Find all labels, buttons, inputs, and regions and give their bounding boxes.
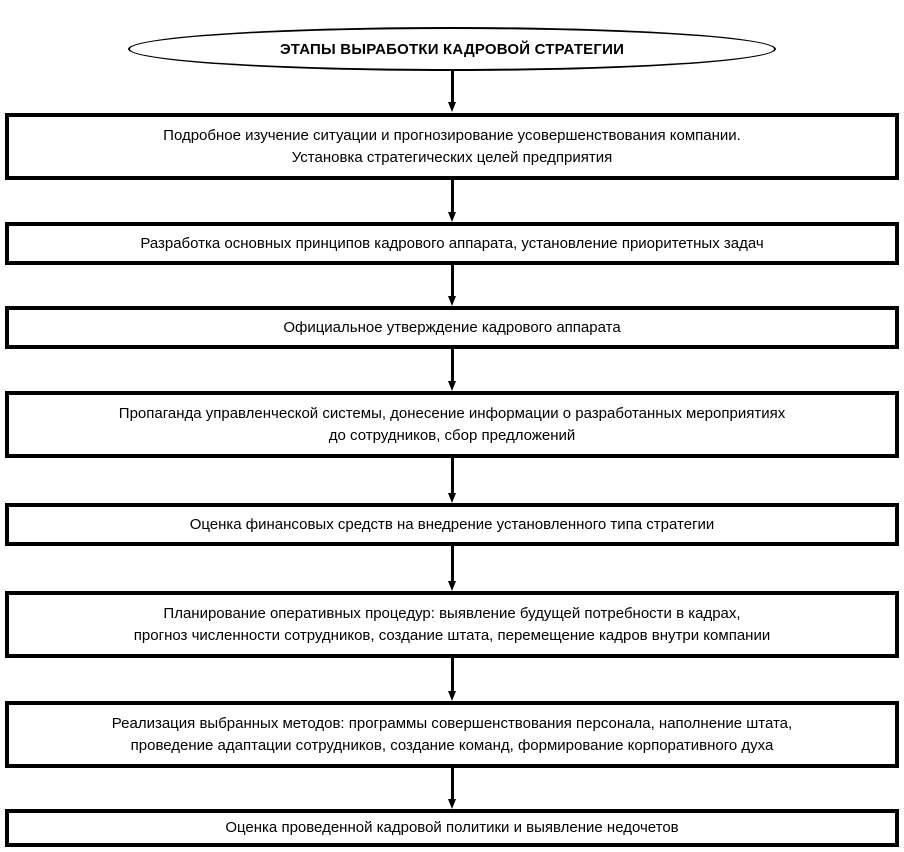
process-box-7-line-2: проведение адаптации сотрудников, создан…	[130, 736, 774, 754]
process-box-2: Разработка основных принципов кадрового …	[5, 222, 899, 265]
connector-step-6-to-step-7	[448, 658, 457, 701]
connector-shaft	[451, 265, 454, 297]
process-box-8-line-1: Оценка проведенной кадровой политики и в…	[225, 819, 679, 836]
process-box-5-line-1: Оценка финансовых средств на внедрение у…	[189, 515, 715, 533]
process-box-7: Реализация выбранных методов: программы …	[5, 701, 899, 768]
connector-shaft	[451, 658, 454, 692]
connector-step-5-to-step-6	[448, 546, 457, 591]
start-node-ellipse: ЭТАПЫ ВЫРАБОТКИ КАДРОВОЙ СТРАТЕГИИ	[128, 27, 776, 71]
process-box-6-line-1: Планирование оперативных процедур: выявл…	[163, 604, 741, 622]
process-box-7-line-1: Реализация выбранных методов: программы …	[111, 714, 793, 732]
process-box-3: Официальное утверждение кадрового аппара…	[5, 306, 899, 349]
connector-start-to-step-1	[448, 70, 457, 112]
process-box-5: Оценка финансовых средств на внедрение у…	[5, 503, 899, 546]
down-arrow-icon	[448, 102, 456, 112]
connector-shaft	[451, 546, 454, 582]
connector-step-3-to-step-4	[448, 349, 457, 391]
start-node-label: ЭТАПЫ ВЫРАБОТКИ КАДРОВОЙ СТРАТЕГИИ	[279, 40, 625, 58]
connector-shaft	[451, 768, 454, 800]
process-box-4-line-2: до сотрудников, сбор предложений	[328, 426, 576, 444]
connector-step-1-to-step-2	[448, 180, 457, 222]
process-box-8: Оценка проведенной кадровой политики и в…	[5, 809, 899, 847]
down-arrow-icon	[448, 296, 456, 306]
process-box-1-line-1: Подробное изучение ситуации и прогнозиро…	[163, 126, 741, 144]
process-box-1: Подробное изучение ситуации и прогнозиро…	[5, 113, 899, 180]
process-box-1-line-2: Установка стратегических целей предприят…	[291, 148, 613, 166]
connector-step-7-to-step-8	[448, 768, 457, 809]
process-box-4: Пропаганда управленческой системы, донес…	[5, 391, 899, 458]
process-box-2-line-1: Разработка основных принципов кадрового …	[140, 234, 764, 252]
connector-shaft	[451, 180, 454, 213]
process-box-3-line-1: Официальное утверждение кадрового аппара…	[283, 318, 621, 336]
connector-shaft	[451, 70, 454, 103]
down-arrow-icon	[448, 581, 456, 591]
connector-shaft	[451, 349, 454, 382]
down-arrow-icon	[448, 381, 456, 391]
process-box-6: Планирование оперативных процедур: выявл…	[5, 591, 899, 658]
process-box-6-line-2: прогноз численности сотрудников, создани…	[133, 626, 771, 644]
down-arrow-icon	[448, 799, 456, 809]
process-box-4-line-1: Пропаганда управленческой системы, донес…	[118, 404, 786, 422]
connector-step-2-to-step-3	[448, 265, 457, 306]
connector-shaft	[451, 458, 454, 494]
connector-step-4-to-step-5	[448, 458, 457, 503]
down-arrow-icon	[448, 493, 456, 503]
down-arrow-icon	[448, 212, 456, 222]
down-arrow-icon	[448, 691, 456, 701]
